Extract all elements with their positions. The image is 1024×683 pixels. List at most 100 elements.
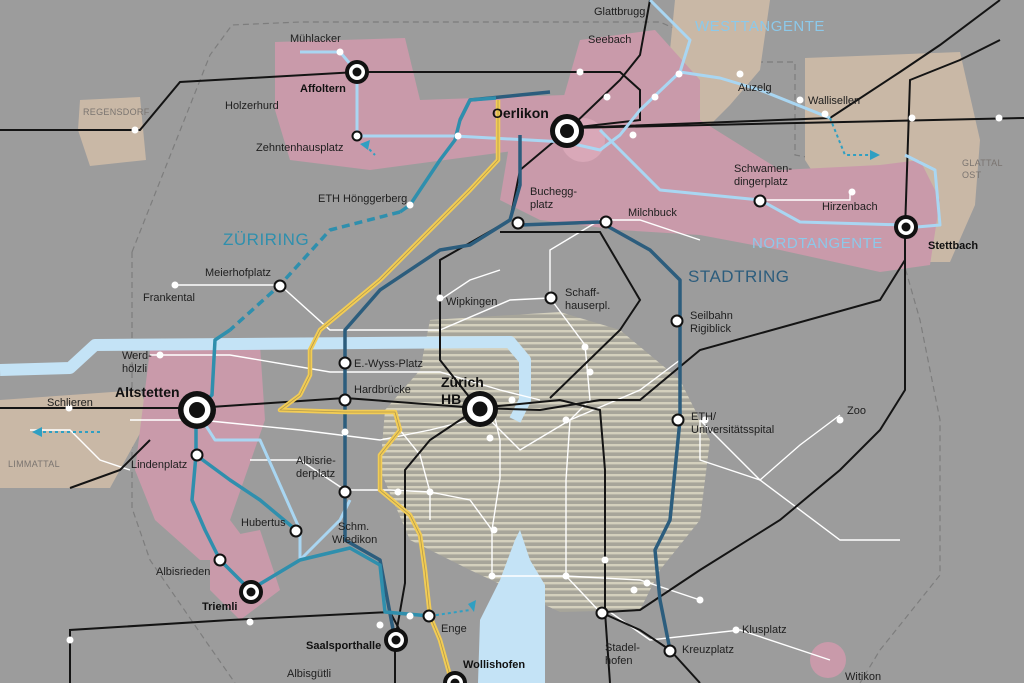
label-werdhoelzli-1: Werd-	[122, 350, 152, 362]
label-eth-hoenggerberg: ETH Hönggerberg	[318, 193, 407, 205]
label-enge: Enge	[441, 623, 467, 635]
label-schlieren: Schlieren	[47, 397, 93, 409]
label-werdhoelzli-2: hölzli	[122, 363, 147, 375]
rail-oerlikon-east	[569, 117, 1024, 129]
rail-east-diagonal	[604, 230, 906, 613]
label-wollishofen: Wollishofen	[463, 659, 525, 671]
hub-oerlikon[interactable]	[550, 114, 584, 148]
station-eth-unispital[interactable]	[671, 413, 685, 427]
station-seilbahn-rigiblick[interactable]	[670, 314, 684, 328]
label-albisguetli: Albisgütli	[287, 668, 331, 680]
rail-south-west	[69, 610, 406, 683]
label-hirzenbach: Hirzenbach	[822, 201, 878, 213]
tangente-affoltern	[300, 50, 359, 136]
stations	[190, 130, 767, 658]
label-witikon: Witikon	[845, 671, 881, 683]
label-zoo: Zoo	[847, 405, 866, 417]
limmat-river	[0, 336, 531, 423]
lake-zurich	[478, 530, 545, 683]
label-saalsporthalle: Saalsporthalle	[306, 640, 381, 652]
station-kreuzplatz[interactable]	[663, 644, 677, 658]
label-schwamendingerplatz-2: dingerplatz	[734, 176, 788, 188]
label-eth-1: ETH/	[691, 411, 717, 423]
station-hubertus[interactable]	[289, 524, 303, 538]
label-zuerich: Zürich	[441, 374, 484, 390]
label-hardbruecke: Hardbrücke	[354, 384, 411, 396]
label-albisriederplatz-2: derplatz	[296, 468, 335, 480]
label-wallisellen: Wallisellen	[808, 95, 860, 107]
label-bucheggplatz-1: Buchegg-	[530, 186, 577, 198]
label-schmiede-wiedikon-1: Schm.	[338, 521, 369, 533]
rail-left-branch	[0, 396, 479, 409]
station-milchbuck[interactable]	[599, 215, 613, 229]
station-schaffhauserplatz[interactable]	[544, 291, 558, 305]
label-schaffhauserplatz-2: hauserpl.	[565, 300, 610, 312]
label-meierhofplatz: Meierhofplatz	[205, 267, 271, 279]
station-stadelhofen[interactable]	[595, 606, 609, 620]
tangente-north	[679, 70, 831, 120]
label-auzelg: Auzelg	[738, 82, 772, 94]
label-eth-2: Universitätsspital	[691, 424, 774, 436]
label-stettbach: Stettbach	[928, 240, 978, 252]
station-albisriederplatz[interactable]	[338, 485, 352, 499]
label-wipkingen: Wipkingen	[446, 296, 497, 308]
label-seebach: Seebach	[588, 34, 631, 46]
rail-meilen	[599, 611, 701, 683]
station-lindenplatz[interactable]	[190, 448, 204, 462]
label-glattbrugg: Glattbrugg	[594, 6, 645, 18]
rail-wipkingen-loop	[500, 231, 642, 399]
hub-labels: Oerlikon Altstetten Zürich HB	[115, 105, 549, 407]
label-zueriring: ZÜRIRING	[223, 230, 309, 249]
label-muehlacker: Mühlacker	[290, 33, 341, 45]
station-enge[interactable]	[422, 609, 436, 623]
label-hubertus: Hubertus	[241, 517, 286, 529]
label-seilbahn-2: Rigiblick	[690, 323, 731, 335]
nordtangente	[598, 128, 906, 227]
label-albisriederplatz-1: Albisrie-	[296, 455, 336, 467]
hub-stations	[178, 60, 918, 683]
tangente-stettbach	[904, 153, 942, 230]
hub-altstetten[interactable]	[178, 391, 216, 429]
station-schwamendingerplatz[interactable]	[753, 194, 767, 208]
station-hardbruecke[interactable]	[338, 393, 352, 407]
label-limmattal: LIMMATTAL	[8, 459, 60, 469]
label-nordtangente: NORDTANGENTE	[752, 235, 883, 252]
tangente-lines	[194, 0, 942, 562]
hub-zuerich-hb[interactable]	[462, 391, 498, 427]
yellow-line	[277, 100, 501, 683]
label-altstetten: Altstetten	[115, 384, 180, 400]
label-bucheggplatz-2: platz	[530, 199, 553, 211]
label-westtangente: WESTTANGENTE	[695, 18, 825, 35]
station-e-wyss-platz[interactable]	[338, 356, 352, 370]
station-zehntenhausplatz[interactable]	[351, 130, 363, 142]
station-labels: Glattbrugg Seebach Mühlacker Affoltern H…	[47, 6, 978, 683]
label-klusplatz: Klusplatz	[742, 624, 787, 636]
hub-triemli[interactable]	[239, 580, 263, 604]
rail-west-down	[69, 439, 151, 489]
hub-wollishofen[interactable]	[443, 671, 467, 683]
label-seilbahn-1: Seilbahn	[690, 310, 733, 322]
station-bucheggplatz[interactable]	[511, 216, 525, 230]
region-regensdorf	[78, 97, 146, 166]
label-schwamendingerplatz-1: Schwamen-	[734, 163, 792, 175]
label-schmiede-wiedikon-2: Wiedikon	[332, 534, 377, 546]
label-zehntenhausplatz: Zehntenhausplatz	[256, 142, 343, 154]
hub-stettbach[interactable]	[894, 215, 918, 239]
region-labels: REGENSDORF LIMMATTAL GLATTAL OST	[8, 107, 1002, 469]
station-albisrieden[interactable]	[213, 553, 227, 567]
hub-affoltern[interactable]	[345, 60, 369, 84]
label-hb: HB	[441, 391, 461, 407]
label-stadelhofen-2: hofen	[605, 655, 633, 667]
label-e-wyss-platz: E.-Wyss-Platz	[354, 358, 423, 370]
label-stadelhofen-1: Stadel-	[605, 642, 640, 654]
rail-north-west	[0, 0, 1001, 131]
rail-zurich-stettbach	[477, 230, 906, 412]
hub-saalsporthalle[interactable]	[384, 628, 408, 652]
extension-arrows	[32, 140, 880, 612]
label-holzerhurd: Holzerhurd	[225, 100, 279, 112]
station-meierhofplatz[interactable]	[273, 279, 287, 293]
water	[0, 336, 545, 683]
label-lindenplatz: Lindenplatz	[131, 459, 187, 471]
